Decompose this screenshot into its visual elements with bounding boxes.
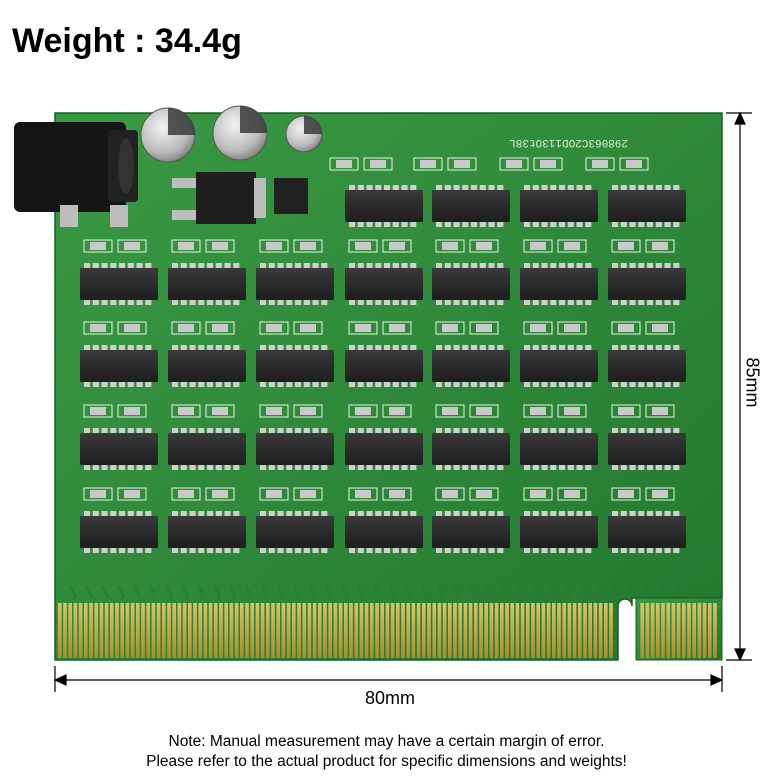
resistor-pad-pair [523,404,587,418]
resistor-pad-pair [348,487,412,501]
ic-chip [345,428,423,470]
ic-chip [608,511,686,553]
small-ic-chip [274,178,308,214]
resistor-pad-pair [435,404,499,418]
resistor-pad-pair [171,487,235,501]
ic-chip [80,263,158,305]
ic-chip-grid [80,157,686,553]
ic-chip [80,428,158,470]
resistor-pad-pair [499,157,563,171]
pcb-marking-text: 298063C2OD113Ot38L [509,136,628,148]
ic-chip [345,345,423,387]
resistor-pad-pair [435,239,499,253]
width-dimension-label: 80mm [364,688,415,708]
capacitor [140,107,196,163]
resistor-pad-pair [611,404,675,418]
ic-chip [608,345,686,387]
resistor-pad-pair [523,239,587,253]
height-dimension-label: 85mm [742,357,763,408]
resistor-pad-pair [348,404,412,418]
capacitor [212,105,268,161]
resistor-pad-pair [329,157,393,171]
resistor-pad-pair [435,487,499,501]
ic-chip [80,345,158,387]
resistor-pad-pair [83,404,147,418]
gold-edge-connector [58,603,717,658]
resistor-pad-pair [83,239,147,253]
ic-chip [608,185,686,227]
resistor-pad-pair [83,321,147,335]
ic-chip [168,511,246,553]
resistor-pad-pair [611,321,675,335]
ic-chip [345,511,423,553]
ic-chip [256,345,334,387]
resistor-pad-pair [523,321,587,335]
voltage-regulator [172,172,266,224]
dimension-line-vertical [726,111,752,662]
resistor-pad-pair [348,239,412,253]
resistor-pad-pair [171,239,235,253]
resistor-pad-pair [259,321,323,335]
resistor-pad-pair [585,157,649,171]
ic-chip [432,428,510,470]
ic-chip [432,345,510,387]
resistor-pad-pair [259,239,323,253]
ic-chip [608,263,686,305]
ic-chip [256,428,334,470]
ic-chip [520,185,598,227]
dc-power-jack [14,122,138,227]
page-title: Weight : 34.4g [12,22,242,60]
ic-chip [432,263,510,305]
resistor-pad-pair [611,239,675,253]
ic-chip [345,263,423,305]
resistor-pad-pair [523,487,587,501]
pcb-traces [69,584,701,599]
ic-chip [80,511,158,553]
ic-chip [168,345,246,387]
ic-chip [168,428,246,470]
resistor-pad-pair [435,321,499,335]
note-line-2: Please refer to the actual product for s… [146,753,627,770]
resistor-pad-pair [259,487,323,501]
ic-chip [256,263,334,305]
resistor-pad-pair [83,487,147,501]
ic-chip [520,428,598,470]
resistor-pad-pair [348,321,412,335]
ic-chip [608,428,686,470]
ic-chip [520,263,598,305]
ic-chip [432,511,510,553]
resistor-pad-pair [259,404,323,418]
ic-chip [256,511,334,553]
ic-chip [520,511,598,553]
dimension-line-horizontal [53,666,724,692]
ic-chip [168,263,246,305]
note-line-1: Note: Manual measurement may have a cert… [168,733,605,750]
ic-chip [520,345,598,387]
resistor-pad-pair [611,487,675,501]
resistor-pad-pair [413,157,477,171]
resistor-pad-pair [171,321,235,335]
ic-chip [432,185,510,227]
resistor-pad-pair [171,404,235,418]
ic-chip [345,185,423,227]
capacitor [285,115,323,153]
